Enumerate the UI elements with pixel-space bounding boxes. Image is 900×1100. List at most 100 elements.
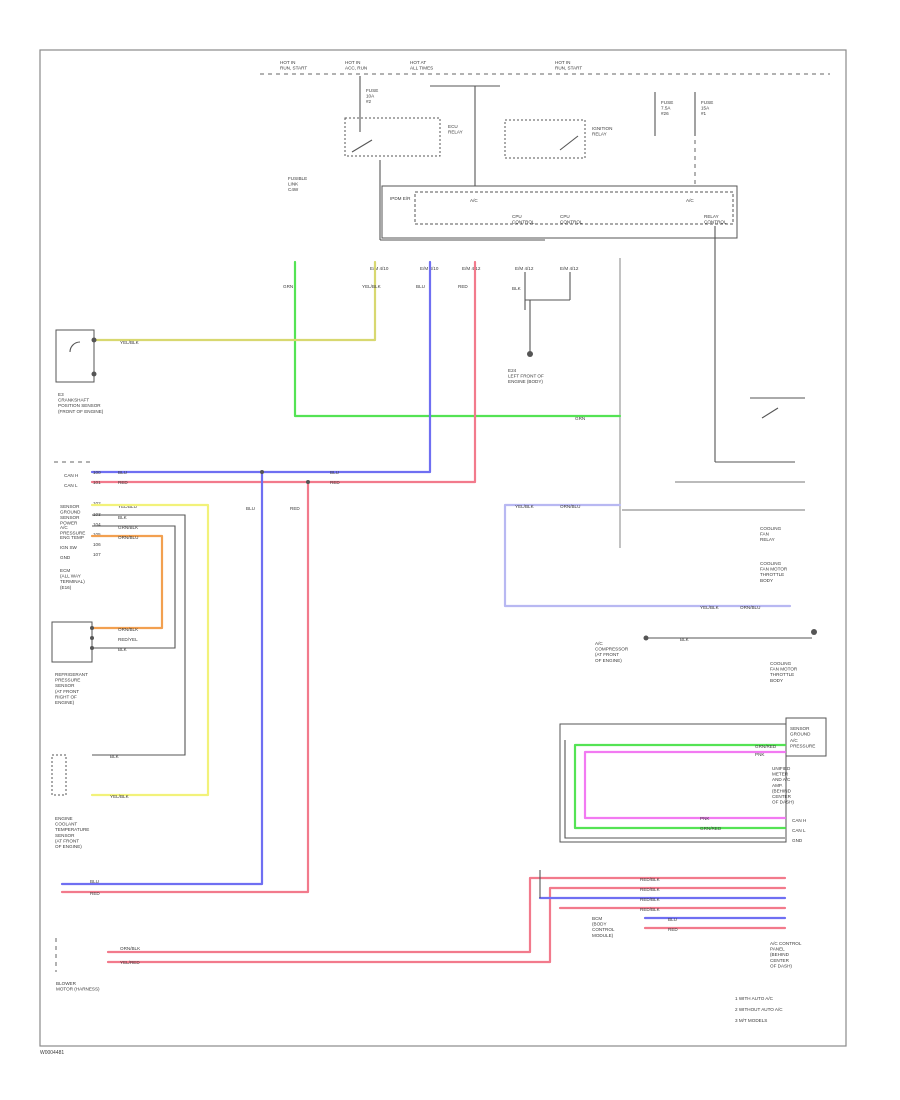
- ac-ctrl-wire-2: RED/BLK: [640, 887, 661, 892]
- ecm-blu-label-2: BLU: [330, 470, 339, 475]
- blu-wire: [90, 260, 432, 474]
- crankshaft-pin-2: [91, 371, 97, 377]
- ecm-red-label: RED: [118, 480, 128, 485]
- ignition-relay-box: [504, 119, 586, 159]
- legend-item-2: 2 WITHOUT AUTO A/C: [735, 1007, 783, 1012]
- blu-purple-wire: [503, 503, 792, 608]
- meter-grn-wire: [573, 743, 787, 830]
- meter-can-l: CAN L: [792, 828, 806, 833]
- blu-splice: [260, 470, 264, 474]
- ecm-pin-107: 107: [93, 552, 101, 557]
- blower-wire-2: YEL/RED: [120, 960, 140, 965]
- ecu-relay-box: [344, 117, 441, 157]
- crankshaft-sensor-symbol: [69, 341, 81, 353]
- red-wire: [90, 260, 477, 484]
- bcm-switch-contact: [761, 407, 779, 419]
- org-wire: [90, 534, 164, 630]
- ipdm-label: IPDM E/R: [390, 196, 411, 201]
- ref-wire-blk: BLK: [118, 647, 128, 652]
- blower-wire-1: ORN/BLK: [120, 946, 141, 951]
- ecm-blu-label: BLU: [118, 470, 127, 475]
- grn-wire-label-2: GRN: [575, 416, 585, 421]
- yel-blk-wire-label: YEL/BLK: [362, 284, 382, 289]
- ref-pin-1: [90, 626, 94, 630]
- connector-c1: E/M 4/10: [370, 266, 389, 271]
- unified-meter-terminal-box: [785, 717, 827, 757]
- bp-label-2: ORN/BLU: [560, 504, 580, 509]
- legend-item-1: 1 WITH AUTO A/C: [735, 996, 774, 1001]
- org-wire-label-2: ORN/BLK: [118, 627, 139, 632]
- connector-c3: E/M 4/12: [462, 266, 481, 271]
- meter-can-h: CAN H: [792, 818, 806, 823]
- blu-wire-label: BLU: [416, 284, 425, 289]
- org-wire-label: ORN/BLU: [118, 535, 138, 540]
- ac-pressure-label: GRN/BLK: [118, 525, 139, 530]
- yel-wire: [90, 503, 210, 797]
- ecm-pin-102: 102: [93, 501, 101, 506]
- ac-ctrl-red-wire-2: [106, 886, 787, 964]
- ipdm-module-box: [381, 185, 738, 239]
- bp-label-3: YEL/BLK: [700, 605, 720, 610]
- ref-wire-red-yel: RED/YEL: [118, 637, 138, 642]
- meter-pnk-wire: [583, 750, 787, 820]
- blu-wire-down: [60, 470, 264, 886]
- footer-code: W0004481: [40, 1050, 64, 1056]
- ipdm-pin-a: A/C: [470, 198, 478, 203]
- red-wire-down: [60, 480, 310, 894]
- ecm-pin-105: 105: [93, 532, 101, 537]
- ac-compressor-term-2: [811, 629, 817, 635]
- red-splice: [306, 480, 310, 484]
- ground-wire-blk: BLK: [512, 286, 522, 291]
- unified-meter-box: [559, 723, 787, 843]
- blower-red-wire: [106, 902, 532, 954]
- ecm-pin-104: 104: [93, 522, 101, 527]
- sensor-power-label: BLK: [118, 515, 128, 520]
- blu-down-label: BLU: [246, 506, 255, 511]
- meter-wire-grn-2: GRN/RED: [700, 826, 722, 831]
- ecm-red-label-2: RED: [330, 480, 340, 485]
- ac-ctrl-wire-3: RED/BLK: [640, 897, 661, 902]
- ref-pin-2: [90, 636, 94, 640]
- ecm-pin-100: 100: [93, 470, 101, 475]
- yel-blk-wire-label-2: YEL/BLK: [120, 340, 140, 345]
- refrigerant-sensor-box: [51, 621, 93, 663]
- legend-item-3: 3 M/T MODELS: [735, 1018, 767, 1023]
- meter-wire-grn: GRN/RED: [755, 744, 777, 749]
- ecm-label-can-h: CAN H: [64, 473, 78, 478]
- yel-wire-label: YEL/BLK: [110, 794, 130, 799]
- coolant-sensor-box: [51, 754, 67, 796]
- grn-wire: [293, 260, 622, 418]
- ecu-relay-switch: [351, 139, 373, 153]
- meter-wire-pnk-2: PNK: [700, 816, 710, 821]
- ecm-label-ign-sw: IGN SW: [60, 545, 78, 550]
- ac-ctrl-wire-5: BLU: [668, 917, 677, 922]
- connector-c5: E/M 4/12: [560, 266, 579, 271]
- red-bottom-label: RED: [90, 891, 100, 896]
- ac-pressure-wire: [92, 525, 176, 649]
- ecm-pin-106: 106: [93, 542, 101, 547]
- sensor-ground-label: YEL/BLU: [118, 504, 137, 509]
- yel-blk-wire: [93, 260, 377, 342]
- meter-gray-wire: [564, 740, 785, 839]
- meter-gnd: GND: [792, 838, 803, 843]
- ac-compressor-term: [643, 635, 649, 641]
